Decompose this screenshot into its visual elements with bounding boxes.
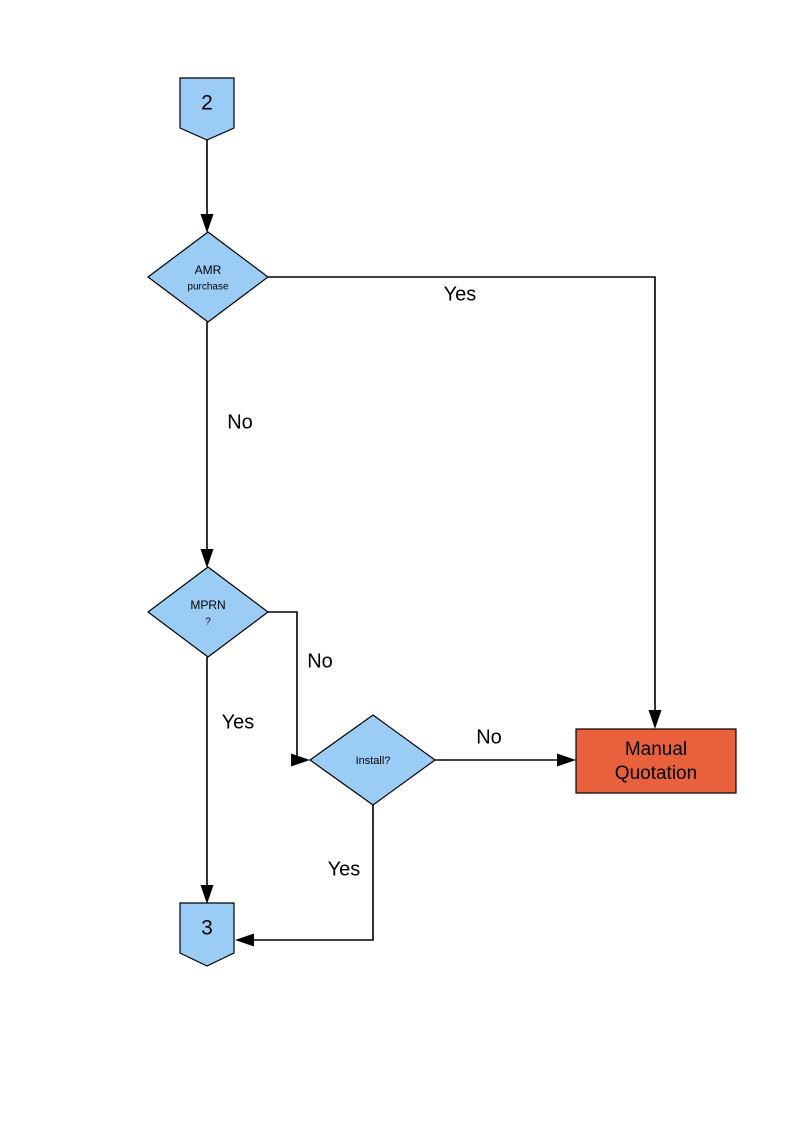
amr-decision-label-line2: purchase [187, 282, 229, 293]
node-end-connector-3[interactable]: 3 [179, 902, 235, 967]
node-decision-mprn[interactable]: MPRN ? [147, 566, 269, 658]
arrow-head-icon [648, 710, 662, 729]
decision-diamond-shape[interactable] [308, 714, 437, 806]
edge-label-install-no: No [476, 726, 502, 748]
decision-diamond-shape[interactable] [147, 566, 269, 658]
edge-label-amr-yes: Yes [444, 283, 477, 305]
mprn-decision-label-line2: ? [205, 617, 211, 628]
node-process-manual-quotation[interactable]: Manual Quotation [575, 728, 737, 794]
manual-quotation-label-line2: Quotation [615, 763, 697, 784]
edge-install-no-to-manual-quotation [435, 753, 576, 767]
edge-amr-yes-to-manual-quotation [268, 276, 662, 729]
node-decision-install[interactable]: Install? [308, 714, 437, 806]
edge-mprn-no-to-install [268, 611, 310, 767]
edge-label-mprn-no: No [307, 650, 333, 672]
arrow-head-icon [200, 214, 214, 233]
off-page-connector-shape[interactable] [179, 902, 235, 967]
node-decision-amr-purchase[interactable]: AMR purchase [147, 231, 269, 323]
edge-label-amr-no: No [227, 411, 253, 433]
manual-quotation-label-line1: Manual [625, 739, 687, 760]
decision-diamond-shape[interactable] [147, 231, 269, 323]
install-decision-label: Install? [356, 755, 391, 767]
mprn-decision-label-line1: MPRN [190, 598, 225, 612]
edge-mprn-yes-to-end-connector [200, 657, 214, 904]
edge-start-to-amr [200, 140, 214, 233]
edge-label-mprn-yes: Yes [222, 711, 255, 733]
start-connector-label: 2 [201, 92, 213, 115]
edge-amr-no-to-mprn [200, 322, 214, 568]
arrow-head-icon [557, 753, 576, 767]
arrow-head-icon [291, 753, 310, 767]
edge-install-yes-to-end-connector [235, 805, 374, 947]
node-start-connector-2[interactable]: 2 [179, 77, 235, 141]
arrow-head-icon [200, 549, 214, 568]
amr-decision-label-line1: AMR [195, 263, 222, 277]
off-page-connector-shape[interactable] [179, 77, 235, 141]
process-rectangle-shape[interactable] [575, 728, 737, 794]
arrow-head-icon [200, 885, 214, 904]
edge-label-install-yes: Yes [328, 858, 361, 880]
end-connector-label: 3 [201, 917, 213, 940]
arrow-head-icon [235, 933, 254, 947]
